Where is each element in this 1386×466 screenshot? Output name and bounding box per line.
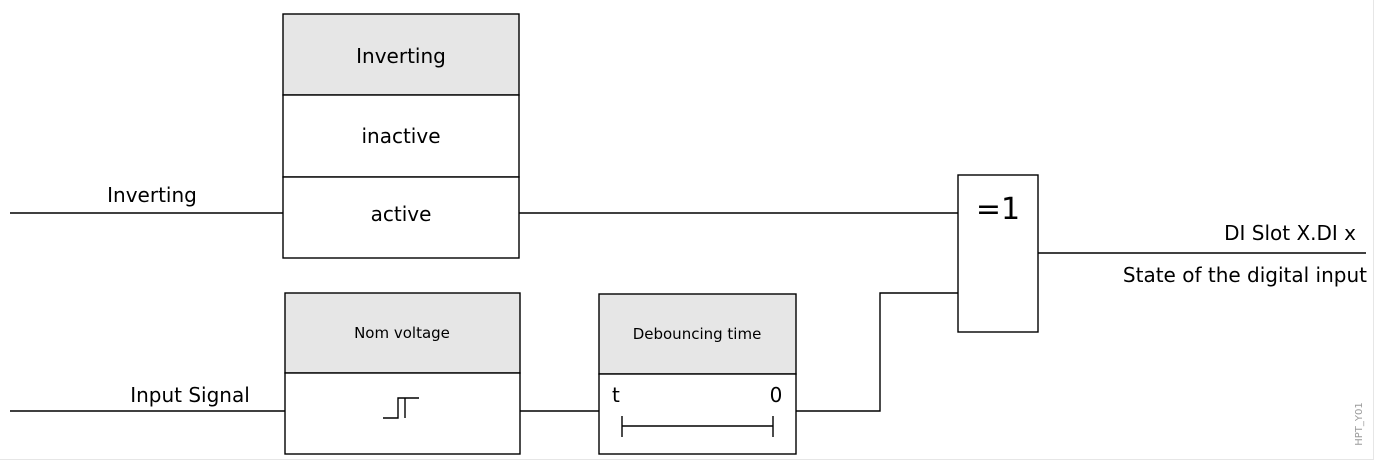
xor-gate: =1 — [957, 174, 1039, 333]
debounce-body — [598, 373, 797, 455]
debounce-label-0: 0 — [770, 383, 783, 407]
signal-input-label: Input Signal — [130, 383, 250, 407]
debounce-block: Debouncing time t 0 — [598, 293, 797, 455]
debounce-label-t: t — [612, 383, 620, 407]
debounce-header-bg — [598, 293, 797, 375]
nom-voltage-block: Nom voltage — [284, 292, 521, 455]
debounce-header: Debouncing time — [633, 325, 762, 343]
inverting-block: Inverting inactive active — [282, 13, 520, 259]
inverting-option-inactive-label: inactive — [361, 124, 440, 148]
wire-debounce-to-gate — [796, 292, 958, 412]
inverting-option-inactive — [282, 94, 520, 178]
threshold-step-icon — [383, 397, 419, 419]
inverting-option-active-label: active — [371, 202, 432, 226]
inverting-option-active — [282, 176, 520, 259]
xor-gate-label: =1 — [976, 192, 1020, 227]
nom-voltage-header: Nom voltage — [354, 324, 450, 342]
time-span-bar-icon — [621, 416, 774, 437]
diagram-frame — [0, 0, 1374, 460]
diagram-id-watermark: HPT_Y01 — [1354, 402, 1365, 446]
nom-voltage-body — [284, 372, 521, 455]
inverting-block-header: Inverting — [356, 44, 446, 68]
xor-gate-box — [957, 174, 1039, 333]
output-name: DI Slot X.DI x — [1224, 221, 1356, 245]
signal-inverting-label: Inverting — [107, 183, 197, 207]
output-description: State of the digital input — [1123, 263, 1367, 287]
inverting-block-header-bg — [282, 13, 520, 96]
